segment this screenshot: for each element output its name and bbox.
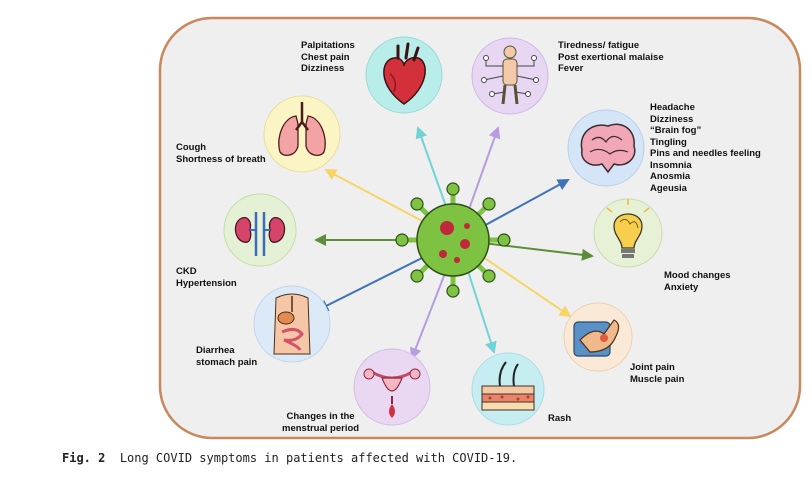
symptom-text: Muscle pain: [630, 373, 685, 385]
body-nerves-icon: [471, 37, 549, 115]
symptom-text: Post exertional malaise: [558, 51, 664, 63]
digestive-system-icon: [253, 285, 331, 363]
symptom-text: Changes in the: [286, 411, 355, 422]
symptom-text: Pins and needles feeling: [650, 148, 761, 159]
lightbulb-brain-icon: [593, 198, 663, 268]
symptom-text: Anosmia: [650, 171, 691, 182]
label-mood-symptoms: Mood changes Anxiety: [664, 270, 731, 293]
symptom-text: Dizziness: [650, 113, 694, 125]
symptom-text: Diarrhea: [196, 345, 235, 356]
kidney-icon: [223, 193, 297, 267]
arm-joint-icon: [563, 302, 633, 372]
figure-label: Fig. 2: [62, 451, 106, 465]
symptom-text: Rash: [548, 413, 572, 424]
heart-icon: [365, 36, 443, 114]
brain-icon: [567, 109, 645, 187]
symptom-text: Dizziness: [301, 63, 345, 74]
symptom-text: Chest pain: [301, 51, 350, 63]
virus-icon: [395, 182, 511, 298]
symptom-text: stomach pain: [196, 356, 258, 368]
label-lungs-symptoms: Cough Shortness of breath: [176, 142, 266, 165]
label-uterus-symptoms: Changes in the menstrual period: [282, 411, 359, 434]
symptom-text: “Brain fog”: [650, 125, 702, 136]
symptom-text: Joint pain: [630, 362, 675, 373]
uterus-icon: [353, 348, 431, 426]
lungs-icon: [263, 95, 341, 173]
symptom-text: Fever: [558, 63, 584, 74]
figure-caption: Fig. 2 Long COVID symptoms in patients a…: [62, 451, 517, 465]
label-heart-symptoms: Palpitations Chest pain Dizziness: [301, 40, 355, 75]
label-digestive-symptoms: Diarrhea stomach pain: [196, 345, 257, 368]
symptom-text: Hypertension: [176, 277, 237, 289]
label-skin-symptoms: Rash: [548, 413, 571, 425]
symptom-text: Shortness of breath: [176, 153, 266, 165]
label-joint-symptoms: Joint pain Muscle pain: [630, 362, 684, 385]
symptom-text: Mood changes: [664, 270, 731, 281]
label-body-symptoms: Tiredness/ fatigue Post exertional malai…: [558, 40, 664, 75]
label-kidney-symptoms: CKD Hypertension: [176, 266, 237, 289]
symptom-text: Anxiety: [664, 281, 699, 293]
skin-hair-icon: [471, 352, 545, 426]
caption-text: Long COVID symptoms in patients affected…: [119, 451, 518, 465]
label-brain-symptoms: Headache Dizziness “Brain fog” Tingling …: [650, 102, 761, 194]
symptom-text: Tingling: [650, 136, 687, 148]
symptom-text: Palpitations: [301, 40, 355, 51]
symptom-text: Insomnia: [650, 159, 692, 171]
symptom-text: CKD: [176, 266, 197, 277]
symptom-text: Cough: [176, 142, 207, 153]
symptom-text: Tiredness/ fatigue: [558, 40, 640, 51]
symptom-text: Headache: [650, 102, 695, 113]
symptom-text: menstrual period: [282, 422, 360, 434]
symptom-text: Ageusia: [650, 182, 687, 194]
